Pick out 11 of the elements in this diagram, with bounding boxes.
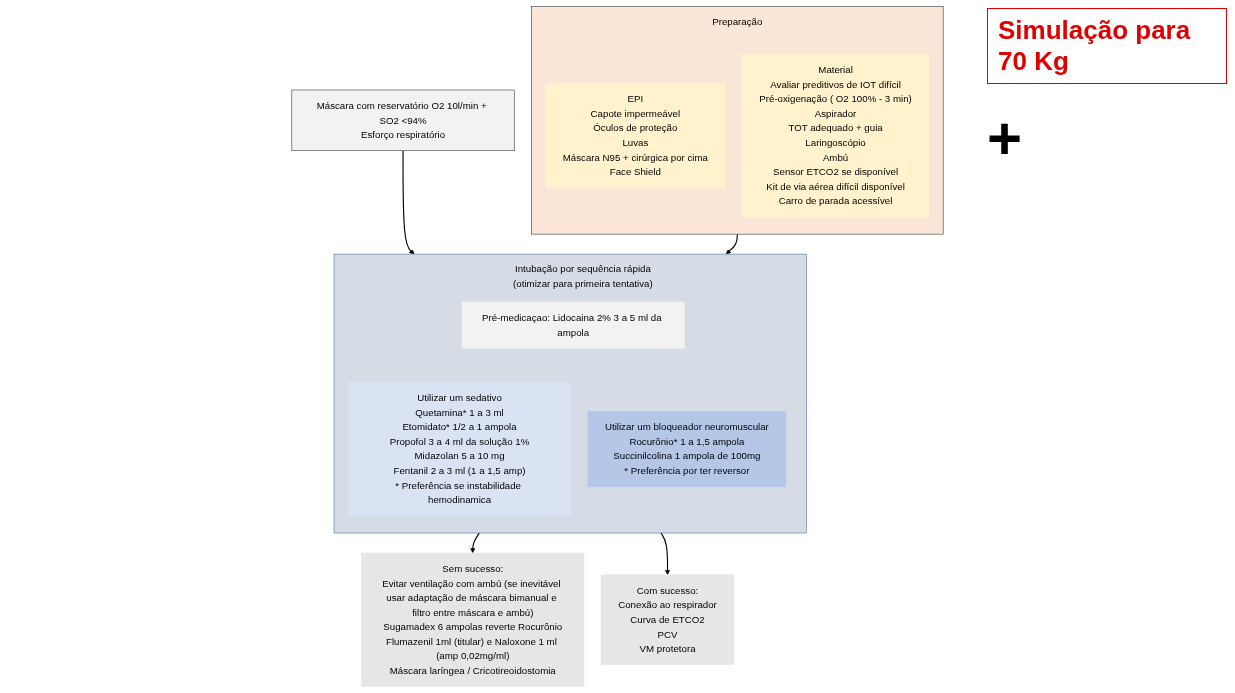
arrow	[660, 532, 671, 575]
arrow	[725, 233, 738, 255]
node-box: Pré-medicaçao: Lidocaina 2% 3 a 5 ml da ampola	[461, 301, 685, 349]
node-box: Sem sucesso: Evitar ventilação com ambú (se inevitável usar adaptação de máscara bimanual e filtro entre máscara e ambú) Sugamadex 6 ampolas reverte Rocurônio Flumazenil 1ml (titular) e Naloxone 1 ml (amp 0,02mg/ml) Máscara laríngea / Cricotireoidostomia	[361, 552, 585, 687]
arrow	[402, 150, 415, 255]
plus-sign: +	[987, 104, 1024, 173]
arrow	[470, 532, 480, 554]
title: Simulação para 70 Kg	[987, 8, 1227, 84]
node-box: Utilizar um bloqueador neuromuscular Rocurônio* 1 a 1,5 ampola Succinilcolina 1 ampola de 100mg * Preferência por ter reversor	[587, 411, 787, 488]
node-box: Com sucesso: Conexão ao respirador Curva de ETCO2 PCV VM protetora	[600, 574, 735, 665]
node-box: Máscara com reservatório O2 10l/min + SO2 <94% Esforço respiratório	[291, 89, 515, 151]
